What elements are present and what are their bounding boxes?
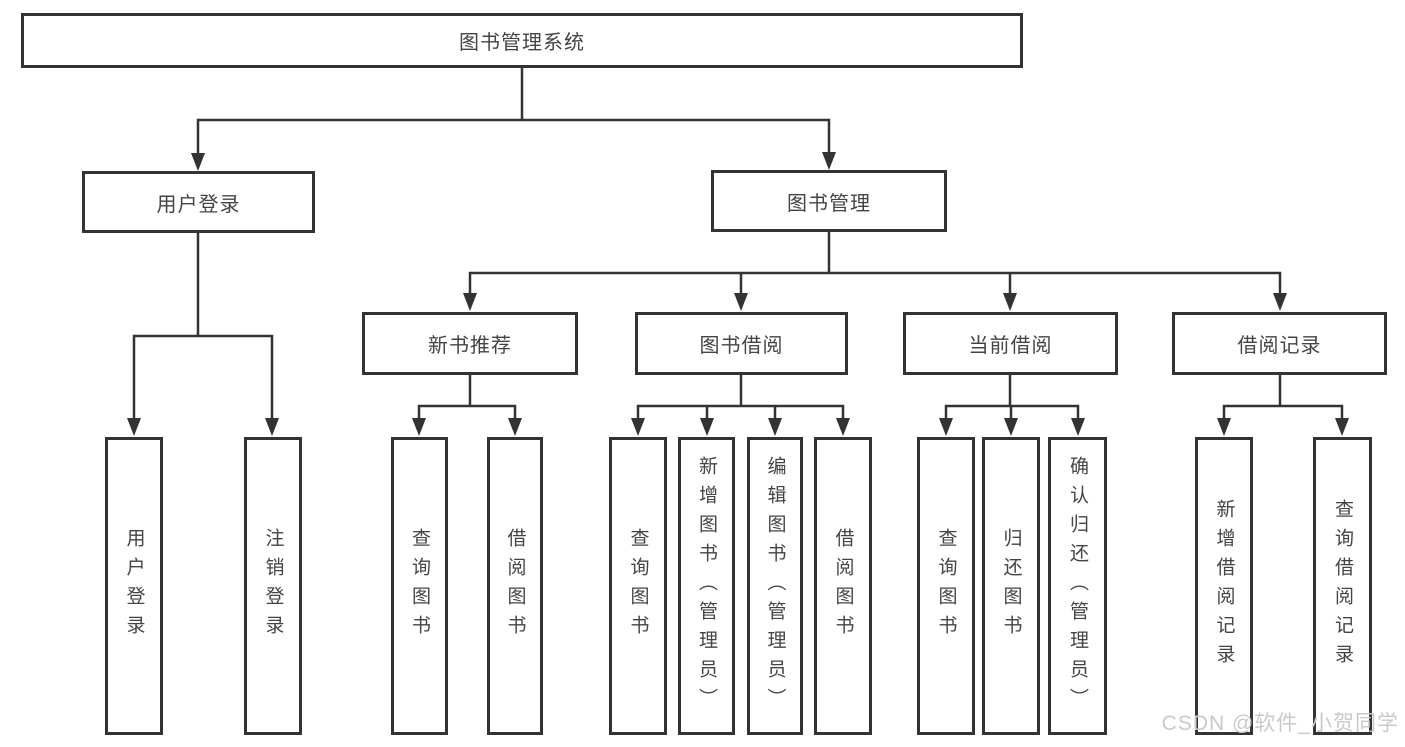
node-book-borrow: 图书借阅 bbox=[635, 312, 848, 375]
node-new-book-recommend-label: 新书推荐 bbox=[428, 335, 512, 357]
leaf-query-book-2-label: 查询图书 bbox=[627, 528, 649, 644]
node-borrow-record: 借阅记录 bbox=[1172, 312, 1387, 375]
node-current-borrow: 当前借阅 bbox=[903, 312, 1118, 375]
leaf-add-borrow-record: 新增借阅记录 bbox=[1195, 437, 1253, 735]
leaf-add-borrow-record-label: 新增借阅记录 bbox=[1213, 499, 1235, 673]
node-user-login-label: 用户登录 bbox=[156, 193, 241, 216]
leaf-query-book-3-label: 查询图书 bbox=[935, 528, 957, 644]
leaf-query-borrow-record-label: 查询借阅记录 bbox=[1332, 499, 1353, 673]
node-borrow-record-label: 借阅记录 bbox=[1237, 335, 1322, 357]
leaf-logout-label: 注销登录 bbox=[262, 528, 284, 644]
leaf-confirm-return-admin: 确认归还（管理员） bbox=[1048, 437, 1107, 735]
node-book-borrow-label: 图书借阅 bbox=[699, 335, 784, 357]
leaf-query-book-1: 查询图书 bbox=[391, 437, 448, 735]
leaf-edit-book-admin-label: 编辑图书（管理员） bbox=[764, 455, 786, 717]
leaf-query-book-2: 查询图书 bbox=[609, 437, 667, 735]
leaf-add-book-admin: 新增图书（管理员） bbox=[678, 437, 735, 735]
node-new-book-recommend: 新书推荐 bbox=[362, 312, 578, 375]
leaf-query-book-1-label: 查询图书 bbox=[409, 528, 430, 644]
node-book-management-label: 图书管理 bbox=[787, 192, 871, 215]
node-root-label: 图书管理系统 bbox=[459, 32, 585, 54]
node-current-borrow-label: 当前借阅 bbox=[968, 335, 1053, 357]
leaf-query-book-3: 查询图书 bbox=[917, 437, 975, 735]
leaf-borrow-book-2-label: 借阅图书 bbox=[832, 528, 854, 644]
node-root-system: 图书管理系统 bbox=[21, 13, 1023, 68]
leaf-add-book-admin-label: 新增图书（管理员） bbox=[696, 455, 717, 717]
leaf-user-login: 用户登录 bbox=[105, 437, 163, 735]
node-user-login: 用户登录 bbox=[82, 171, 315, 233]
arrowhead-icons bbox=[127, 152, 1349, 436]
leaf-return-book-label: 归还图书 bbox=[1000, 528, 1022, 644]
leaf-borrow-book-1-label: 借阅图书 bbox=[504, 528, 526, 644]
leaf-user-login-label: 用户登录 bbox=[123, 528, 145, 644]
leaf-query-borrow-record: 查询借阅记录 bbox=[1313, 437, 1372, 735]
leaf-return-book: 归还图书 bbox=[982, 437, 1040, 735]
leaf-edit-book-admin: 编辑图书（管理员） bbox=[747, 437, 803, 735]
leaf-confirm-return-admin-label: 确认归还（管理员） bbox=[1067, 455, 1088, 717]
leaf-logout: 注销登录 bbox=[244, 437, 302, 735]
node-book-management: 图书管理 bbox=[711, 170, 947, 232]
leaf-borrow-book-2: 借阅图书 bbox=[814, 437, 872, 735]
leaf-borrow-book-1: 借阅图书 bbox=[487, 437, 543, 735]
